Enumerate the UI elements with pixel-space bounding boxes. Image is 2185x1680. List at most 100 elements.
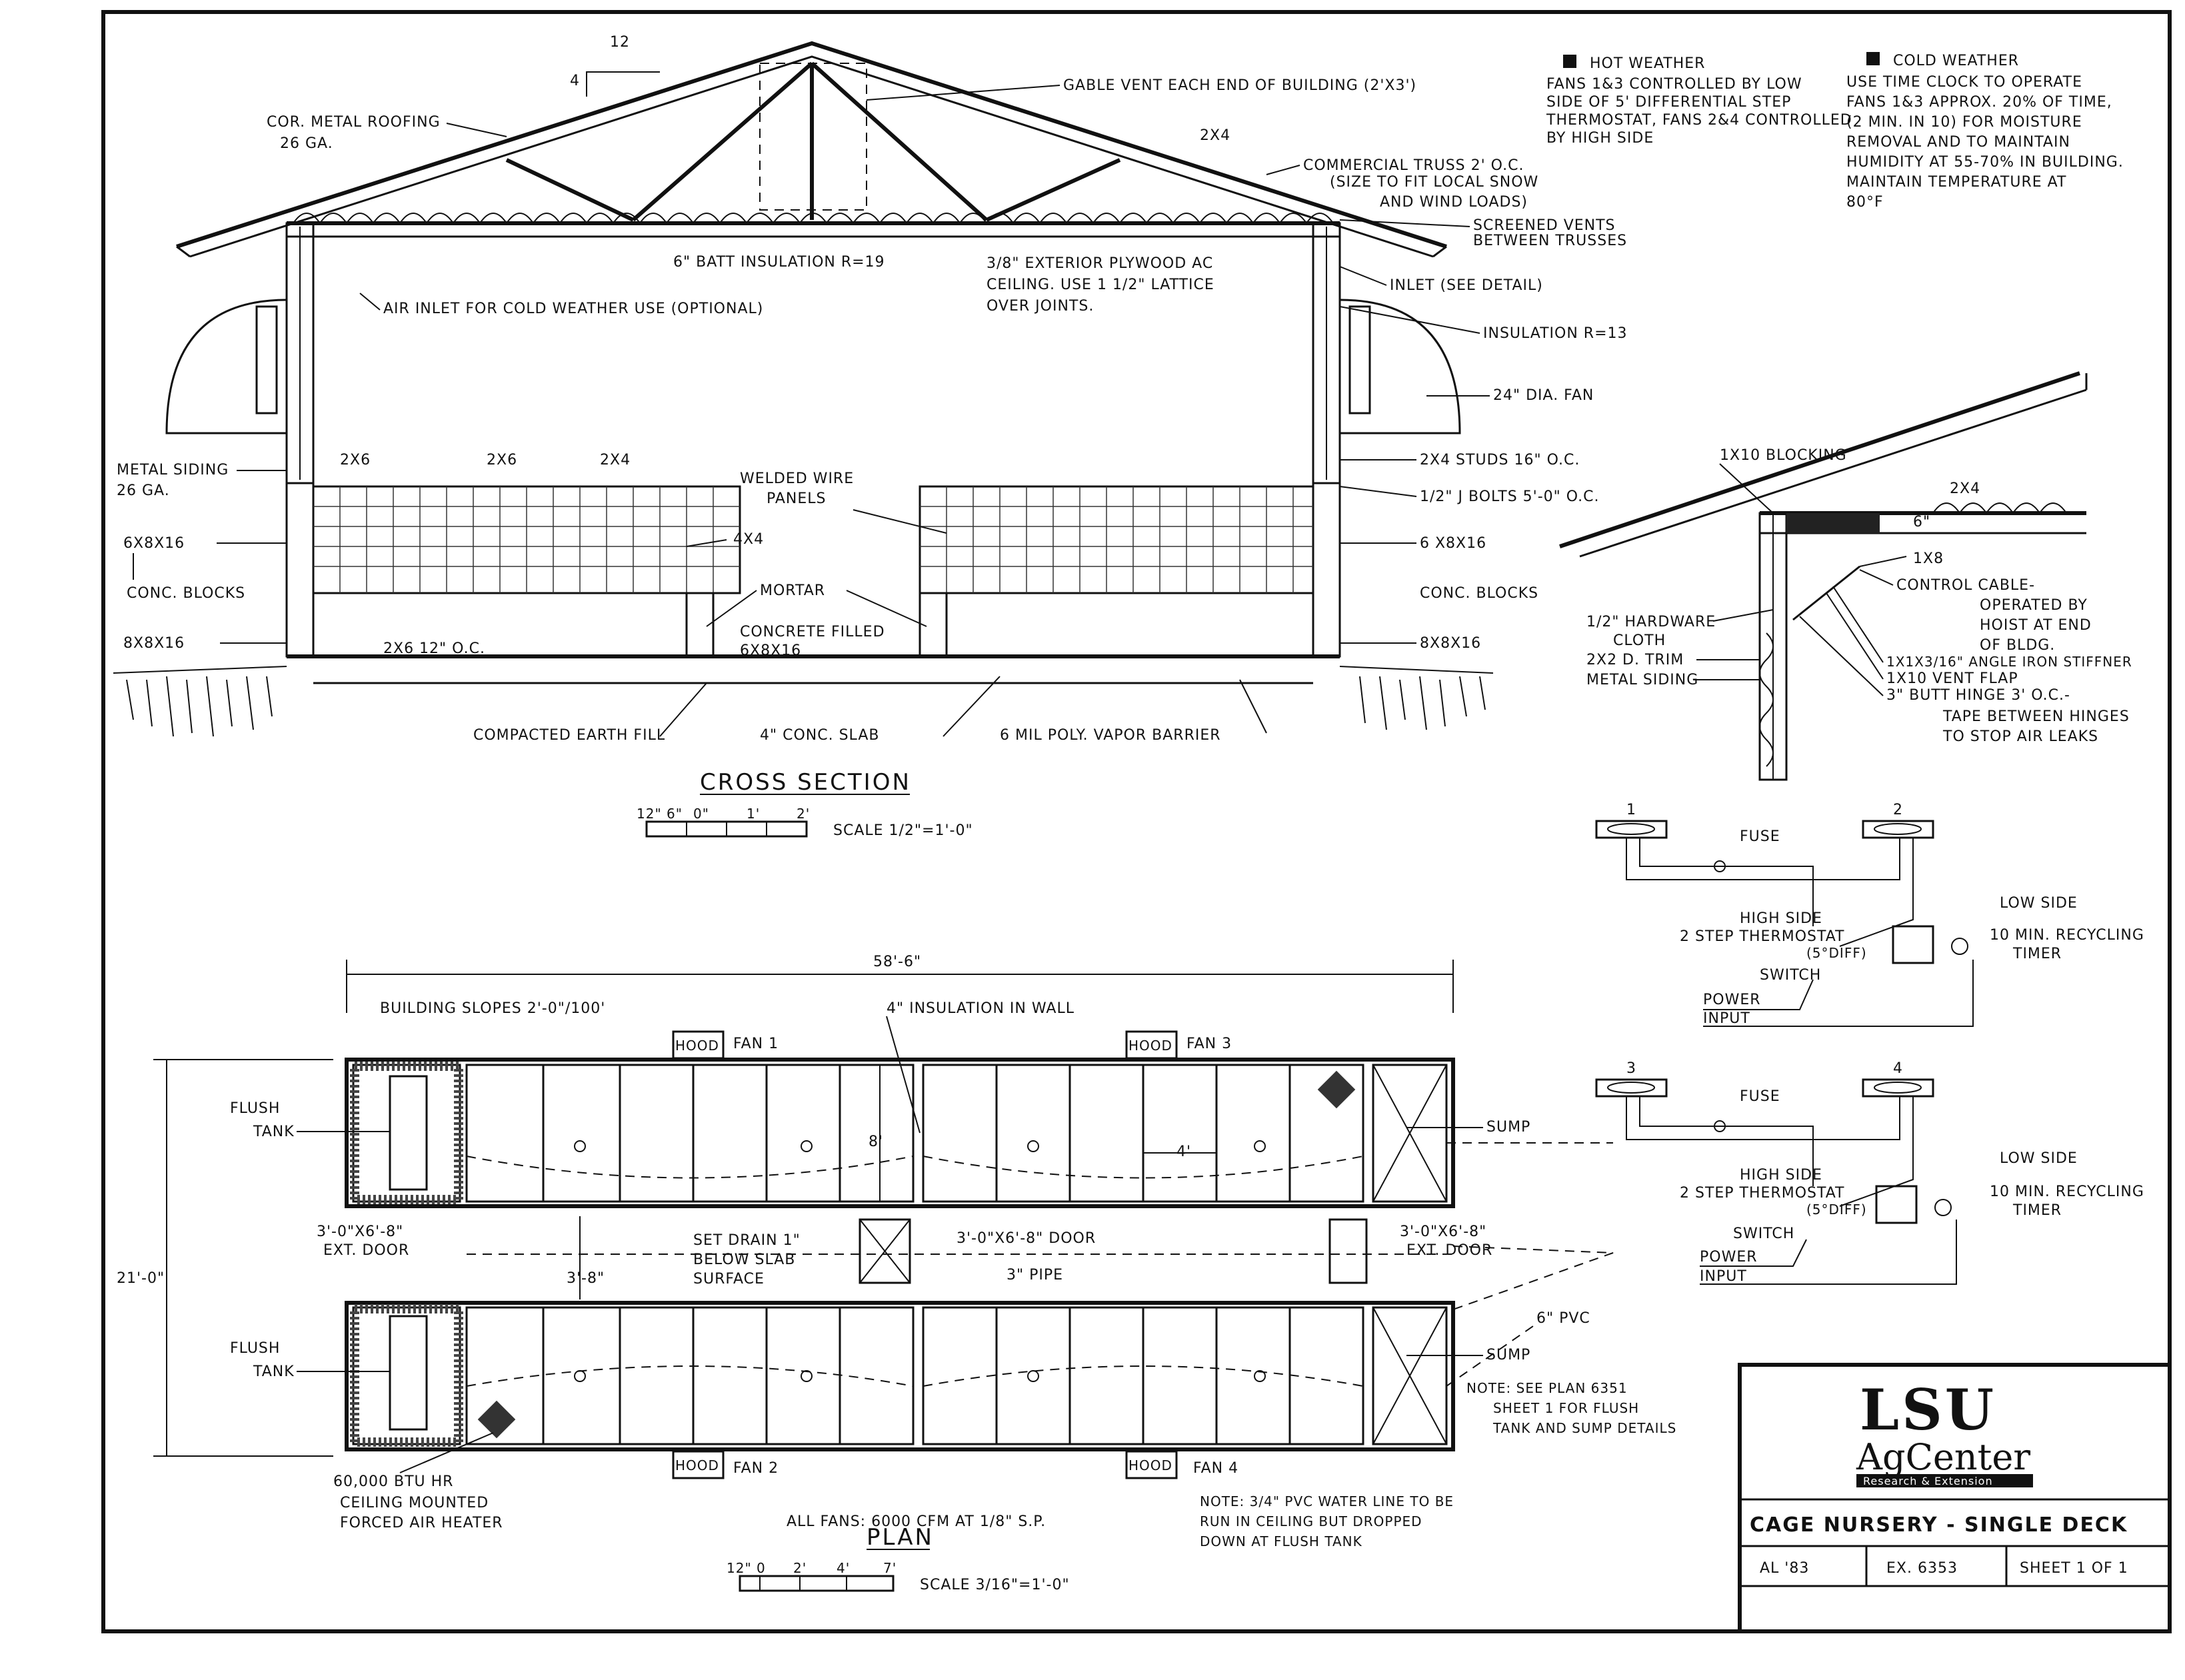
label-block-6: 6X8X16	[123, 535, 185, 552]
label-post: 4X4	[733, 531, 764, 548]
weather-notes: HOT WEATHER FANS 1&3 CONTROLLED BY LOW S…	[1546, 52, 2123, 211]
plan-wall-insulation: 4" INSULATION IN WALL	[887, 1000, 1075, 1017]
cold-line-0: USE TIME CLOCK TO OPERATE	[1846, 74, 2082, 91]
cold-line-2: (2 MIN. IN 10) FOR MOISTURE	[1846, 114, 2082, 131]
label-inlet-detail: INLET (SEE DETAIL)	[1390, 277, 1543, 294]
title-code: AL '83	[1760, 1560, 1809, 1577]
detail-blocking: 1X10 BLOCKING	[1720, 447, 1847, 464]
plan-title: PLAN	[867, 1524, 934, 1551]
label-studs-16: 2X4 STUDS 16" O.C.	[1420, 452, 1580, 468]
note-plan2: SHEET 1 FOR FLUSH	[1493, 1400, 1639, 1416]
wire-switch-top: SWITCH	[1760, 967, 1821, 984]
label-gable-vent: GABLE VENT EACH END OF BUILDING (2'X3')	[1063, 77, 1416, 94]
label-slab: 4" CONC. SLAB	[760, 727, 879, 744]
label-rafter: 2X4	[1200, 127, 1230, 144]
label-concrete-filled: CONCRETE FILLED	[740, 624, 885, 640]
cs-scale-tick-1: 6"	[667, 806, 683, 822]
note-plan3: TANK AND SUMP DETAILS	[1492, 1420, 1676, 1436]
wire-fuse-bottom: FUSE	[1740, 1088, 1780, 1105]
note-pvc: NOTE: 3/4" PVC WATER LINE TO BE	[1200, 1493, 1454, 1509]
plan-heater3: FORCED AIR HEATER	[340, 1515, 503, 1531]
plan-fan-2: FAN 2	[733, 1460, 779, 1477]
label-truss-note2: AND WIND LOADS)	[1380, 194, 1528, 211]
flush-tank2-bottom: TANK	[253, 1363, 295, 1380]
pen-bay: 4'	[1176, 1144, 1191, 1160]
detail-hinge3: TO STOP AIR LEAKS	[1942, 728, 2098, 745]
ext-door2-left: EXT. DOOR	[323, 1242, 409, 1259]
label-stud-3: 2X4	[600, 452, 631, 468]
plan-width: 21'-0"	[117, 1270, 165, 1287]
plan-fan-4: FAN 4	[1193, 1460, 1238, 1477]
wire-fuse-top: FUSE	[1740, 828, 1780, 845]
detail-rafter: 2X4	[1950, 480, 1980, 497]
hood-3: HOOD	[1128, 1038, 1172, 1054]
detail-flap: 1X10 VENT FLAP	[1886, 670, 2018, 687]
wire-thermostat-diff-bottom: (5°DIFF)	[1806, 1202, 1867, 1218]
logo-sub: AgCenter	[1856, 1436, 2030, 1478]
wire-input-bottom: INPUT	[1700, 1268, 1747, 1285]
int-door: 3'-0"X6'-8" DOOR	[957, 1230, 1096, 1247]
detail-control-cable2: OPERATED BY	[1980, 597, 2088, 614]
detail-gap: 6"	[1913, 514, 1930, 530]
label-truss-note: (SIZE TO FIT LOCAL SNOW	[1330, 174, 1538, 191]
detail-hinge2: TAPE BETWEEN HINGES	[1942, 708, 2130, 725]
wire-thermostat-bottom: 2 STEP THERMOSTAT	[1680, 1185, 1845, 1202]
plan-drain: SET DRAIN 1"	[693, 1232, 801, 1249]
cold-line-1: FANS 1&3 APPROX. 20% OF TIME,	[1846, 94, 2112, 111]
label-block-6r: 6 X8X16	[1420, 535, 1486, 552]
sump-top: SUMP	[1486, 1119, 1530, 1136]
plan-scale-tick-2: 2'	[793, 1560, 807, 1576]
wire-thermostat-top: 2 STEP THERMOSTAT	[1680, 928, 1845, 945]
detail-cloth: CLOTH	[1613, 632, 1666, 649]
note-plan: NOTE: SEE PLAN 6351	[1466, 1380, 1628, 1396]
label-stud-2: 2X6	[487, 452, 517, 468]
wire-switch-bottom: SWITCH	[1733, 1226, 1794, 1242]
drawing-title: CAGE NURSERY - SINGLE DECK	[1750, 1513, 2128, 1537]
label-batt: 6" BATT INSULATION R=19	[673, 254, 885, 271]
wire-fan-4: 4	[1893, 1060, 1903, 1077]
label-block-8r: 8X8X16	[1420, 635, 1481, 652]
plan-slope: BUILDING SLOPES 2'-0"/100'	[380, 1000, 605, 1017]
wire-timer-top: 10 MIN. RECYCLING	[1990, 927, 2144, 944]
label-mortar: MORTAR	[760, 582, 825, 599]
plan-aisle: 3'-8"	[567, 1270, 605, 1287]
detail-hardware: 1/2" HARDWARE	[1586, 614, 1716, 630]
plan-heater: 60,000 BTU HR	[333, 1473, 453, 1490]
flush-tank-top: FLUSH	[230, 1100, 280, 1117]
label-air-inlet: AIR INLET FOR COLD WEATHER USE (OPTIONAL…	[383, 301, 763, 317]
ext-door-right: 3'-0"X6'-8"	[1400, 1224, 1486, 1240]
wire-low-side-bottom: LOW SIDE	[2000, 1150, 2078, 1167]
wire-power-top: POWER	[1703, 992, 1761, 1008]
title-block: LSU AgCenter Research & Extension CAGE N…	[1738, 1363, 2172, 1633]
detail-control-cable3: HOIST AT END	[1980, 617, 2092, 634]
cs-scale-tick-0: 12"	[637, 806, 662, 822]
logo-tag: Research & Extension	[1863, 1475, 1993, 1487]
ext-door2-right: EXT. DOOR	[1406, 1242, 1492, 1259]
hot-line-1: SIDE OF 5' DIFFERENTIAL STEP	[1546, 94, 1791, 111]
label-metal-siding-ga: 26 GA.	[117, 482, 170, 499]
cross-section	[113, 41, 1494, 737]
cs-scale-tick-2: 0"	[693, 806, 709, 822]
label-metal-siding: METAL SIDING	[117, 462, 229, 478]
label-concrete-filled2: 6X8X16	[740, 642, 801, 659]
cold-title: COLD WEATHER	[1893, 53, 2019, 69]
inlet-detail: 1X10 BLOCKING 2X4 6" 1X8 CONTROL CABLE- …	[1559, 371, 2132, 781]
plan-pipe: 3" PIPE	[1007, 1267, 1063, 1283]
plan-fan-3: FAN 3	[1186, 1036, 1232, 1052]
label-between-trusses: BETWEEN TRUSSES	[1473, 233, 1627, 249]
label-earth-fill: COMPACTED EARTH FILL	[473, 727, 665, 744]
title-ex-no: EX. 6353	[1886, 1560, 1958, 1577]
label-joist: 2X6 12" O.C.	[383, 640, 485, 657]
wire-fan-3: 3	[1626, 1060, 1636, 1077]
label-fan-24: 24" DIA. FAN	[1493, 387, 1594, 404]
detail-siding: METAL SIDING	[1586, 672, 1698, 688]
cold-square-icon	[1866, 52, 1880, 65]
logo-main: LSU	[1860, 1377, 1996, 1443]
label-block-8: 8X8X16	[123, 635, 185, 652]
sump-bottom: SUMP	[1486, 1347, 1530, 1363]
wire-power-bottom: POWER	[1700, 1249, 1758, 1265]
title-sheet: SHEET 1 OF 1	[2020, 1560, 2128, 1577]
hot-square-icon	[1563, 55, 1576, 68]
label-conc-blocks: CONC. BLOCKS	[127, 585, 245, 602]
detail-board: 1X8	[1913, 550, 1944, 567]
